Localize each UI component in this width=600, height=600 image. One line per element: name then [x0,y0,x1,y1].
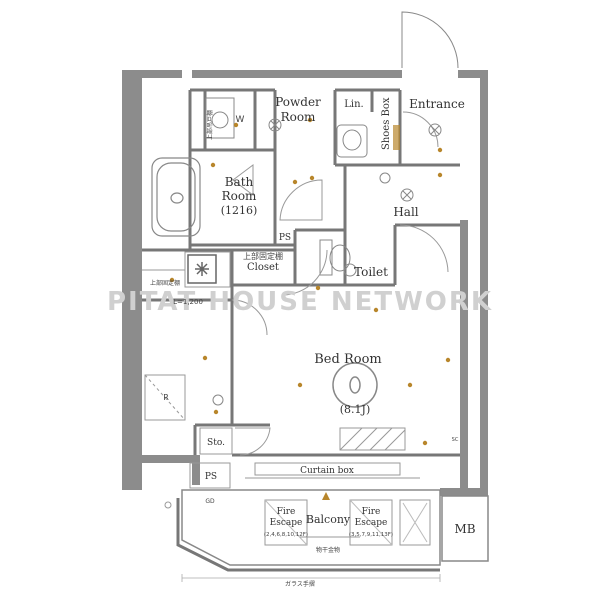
ps-top-label: PS [279,233,291,243]
bed-room-label: Bed Room [314,352,381,367]
loft-label: L=1,200 [173,298,203,306]
hanger-label: 物干金物 [316,546,340,554]
storage-label: Sto. [207,438,225,448]
watermark: PITAT HOUSE NETWORK [107,287,493,317]
fire-escape-right-line2: Escape [355,518,388,528]
w-mark: W [236,115,245,125]
powder-room-label-line1: Powder [275,95,321,109]
ps-bottom-label: PS [205,472,217,482]
bath-room-label-line1: Bath [225,175,254,189]
linen-label: Lin. [344,99,363,110]
shoes-box-label: Shoes Box [381,97,392,150]
bathtub-icon [151,157,201,237]
fire-escape-left-line2: Escape [270,518,303,528]
closet-label-line2: Closet [247,262,279,273]
outer-walls [122,70,488,496]
entrance-label: Entrance [409,97,465,111]
sc-mark: SC [452,437,459,443]
gd-mark: GD [205,498,215,505]
toilet-label: Toilet [354,265,388,279]
outlet-dots [169,117,451,446]
hall-label: Hall [393,205,418,219]
fire-escape-left-line1: Fire [277,507,296,517]
upper-shelf-label: 上部固定棚 [150,279,180,287]
mb-label: MB [454,522,475,536]
toilet-icon [319,239,351,276]
interior-door-swings [231,111,449,336]
detail-lines [142,251,420,489]
fire-escape-right-line1: Fire [362,507,381,517]
glass-railing-label: ガラス手摺 [285,580,315,588]
r-mark: R [163,393,169,402]
ceiling-light-icons [212,118,442,406]
balcony-label: Balcony [306,513,351,526]
drain-icon [164,501,172,509]
bedroom-ceiling-light-icon [332,362,378,408]
mb-box [441,495,489,562]
bath-room-label-line2: Room [222,189,257,203]
curtain-box-label: Curtain box [300,466,354,476]
balcony-area [176,489,441,572]
bath-room-label-line3: (1216) [221,204,258,217]
balcony-direction-arrow-icon [322,492,330,500]
powder-room-label-line2: Room [281,110,316,124]
washing-machine-icon [205,97,235,139]
shoes-box-marker [393,125,400,150]
ventilation-fan-icon [187,254,217,284]
entrance-door-swing [401,11,459,69]
bed-room-size-label: (8.1J) [340,403,371,416]
wall-cabinet-label: 上部吊戸棚 [206,110,214,140]
fire-escape-right-line3: (3,5,7,9,11,13F) [349,532,393,538]
fire-escape-left-line3: (2,4,6,8,10,12F) [264,532,308,538]
basin-icon [336,124,368,158]
room-labels: Powder Room Lin. Entrance Shoes Box Bath… [150,95,476,588]
interior-walls [142,88,460,457]
railing-dimension [181,574,441,582]
air-conditioner-icon [339,427,406,451]
closet-label-line1: 上部固定棚 [243,251,283,261]
